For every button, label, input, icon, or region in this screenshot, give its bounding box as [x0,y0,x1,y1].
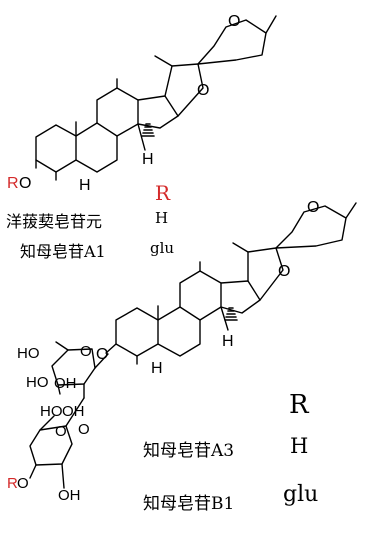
bottom-o-link-atom: O [96,346,108,363]
bottom-row-2-name: 知母皂苷B1 [143,494,235,514]
top-row-1-name: 洋菝葜皂苷元 [6,212,103,231]
top-r-header: R [155,181,171,205]
bottom-o-e-atom: O [278,263,290,280]
sugar2-bottom-oh-label: OH [58,487,81,504]
glycosidic-o-atom: O [78,421,90,438]
top-row-2-name: 知母皂苷A1 [20,242,106,261]
bottom-row-2-r: glu [283,482,319,507]
bottom-h5-atom: H [151,360,163,377]
top-r-atom: R [7,175,19,192]
bottom-steroid-skeleton [105,202,357,365]
ho-top-label: HO [17,345,40,362]
sugar2-ho-label: HO [40,403,63,420]
bottom-hashed-wedge [224,307,238,321]
top-atom-labels: R O H H O O [7,13,240,194]
bottom-r-atom: R [7,475,18,492]
top-hashed-wedge [141,123,155,137]
top-row-2-r: glu [150,239,175,257]
sugar1-ring-o-atom: O [80,343,92,360]
top-row-1-r: H [155,209,169,227]
bottom-h14-atom: H [222,333,234,350]
bottom-row-1-r: H [290,434,309,458]
sugar2-ring-o-atom: O [55,423,67,440]
top-o-sub-atom: O [19,175,31,192]
bottom-o-r-atom: O [17,475,29,492]
top-steroid-skeleton [35,15,277,181]
top-o-e-atom: O [197,82,209,99]
bottom-r-header: R [289,390,309,420]
upper-sugar-ring [51,341,109,399]
bottom-o-f-atom: O [307,199,319,216]
bottom-atom-labels: O H H O O HO O OH HO O O HO OH R O OH [7,199,319,504]
lower-sugar-ring [29,397,85,489]
top-h14-atom: H [142,151,154,168]
bottom-row-1-name: 知母皂苷A3 [143,441,235,461]
top-o-f-atom: O [228,13,240,30]
sugar1-ho-label: HO [26,374,49,391]
top-h5-atom: H [79,177,91,194]
sugar1-oh-label: OH [54,375,77,392]
sugar2-oh-label: OH [62,403,85,420]
